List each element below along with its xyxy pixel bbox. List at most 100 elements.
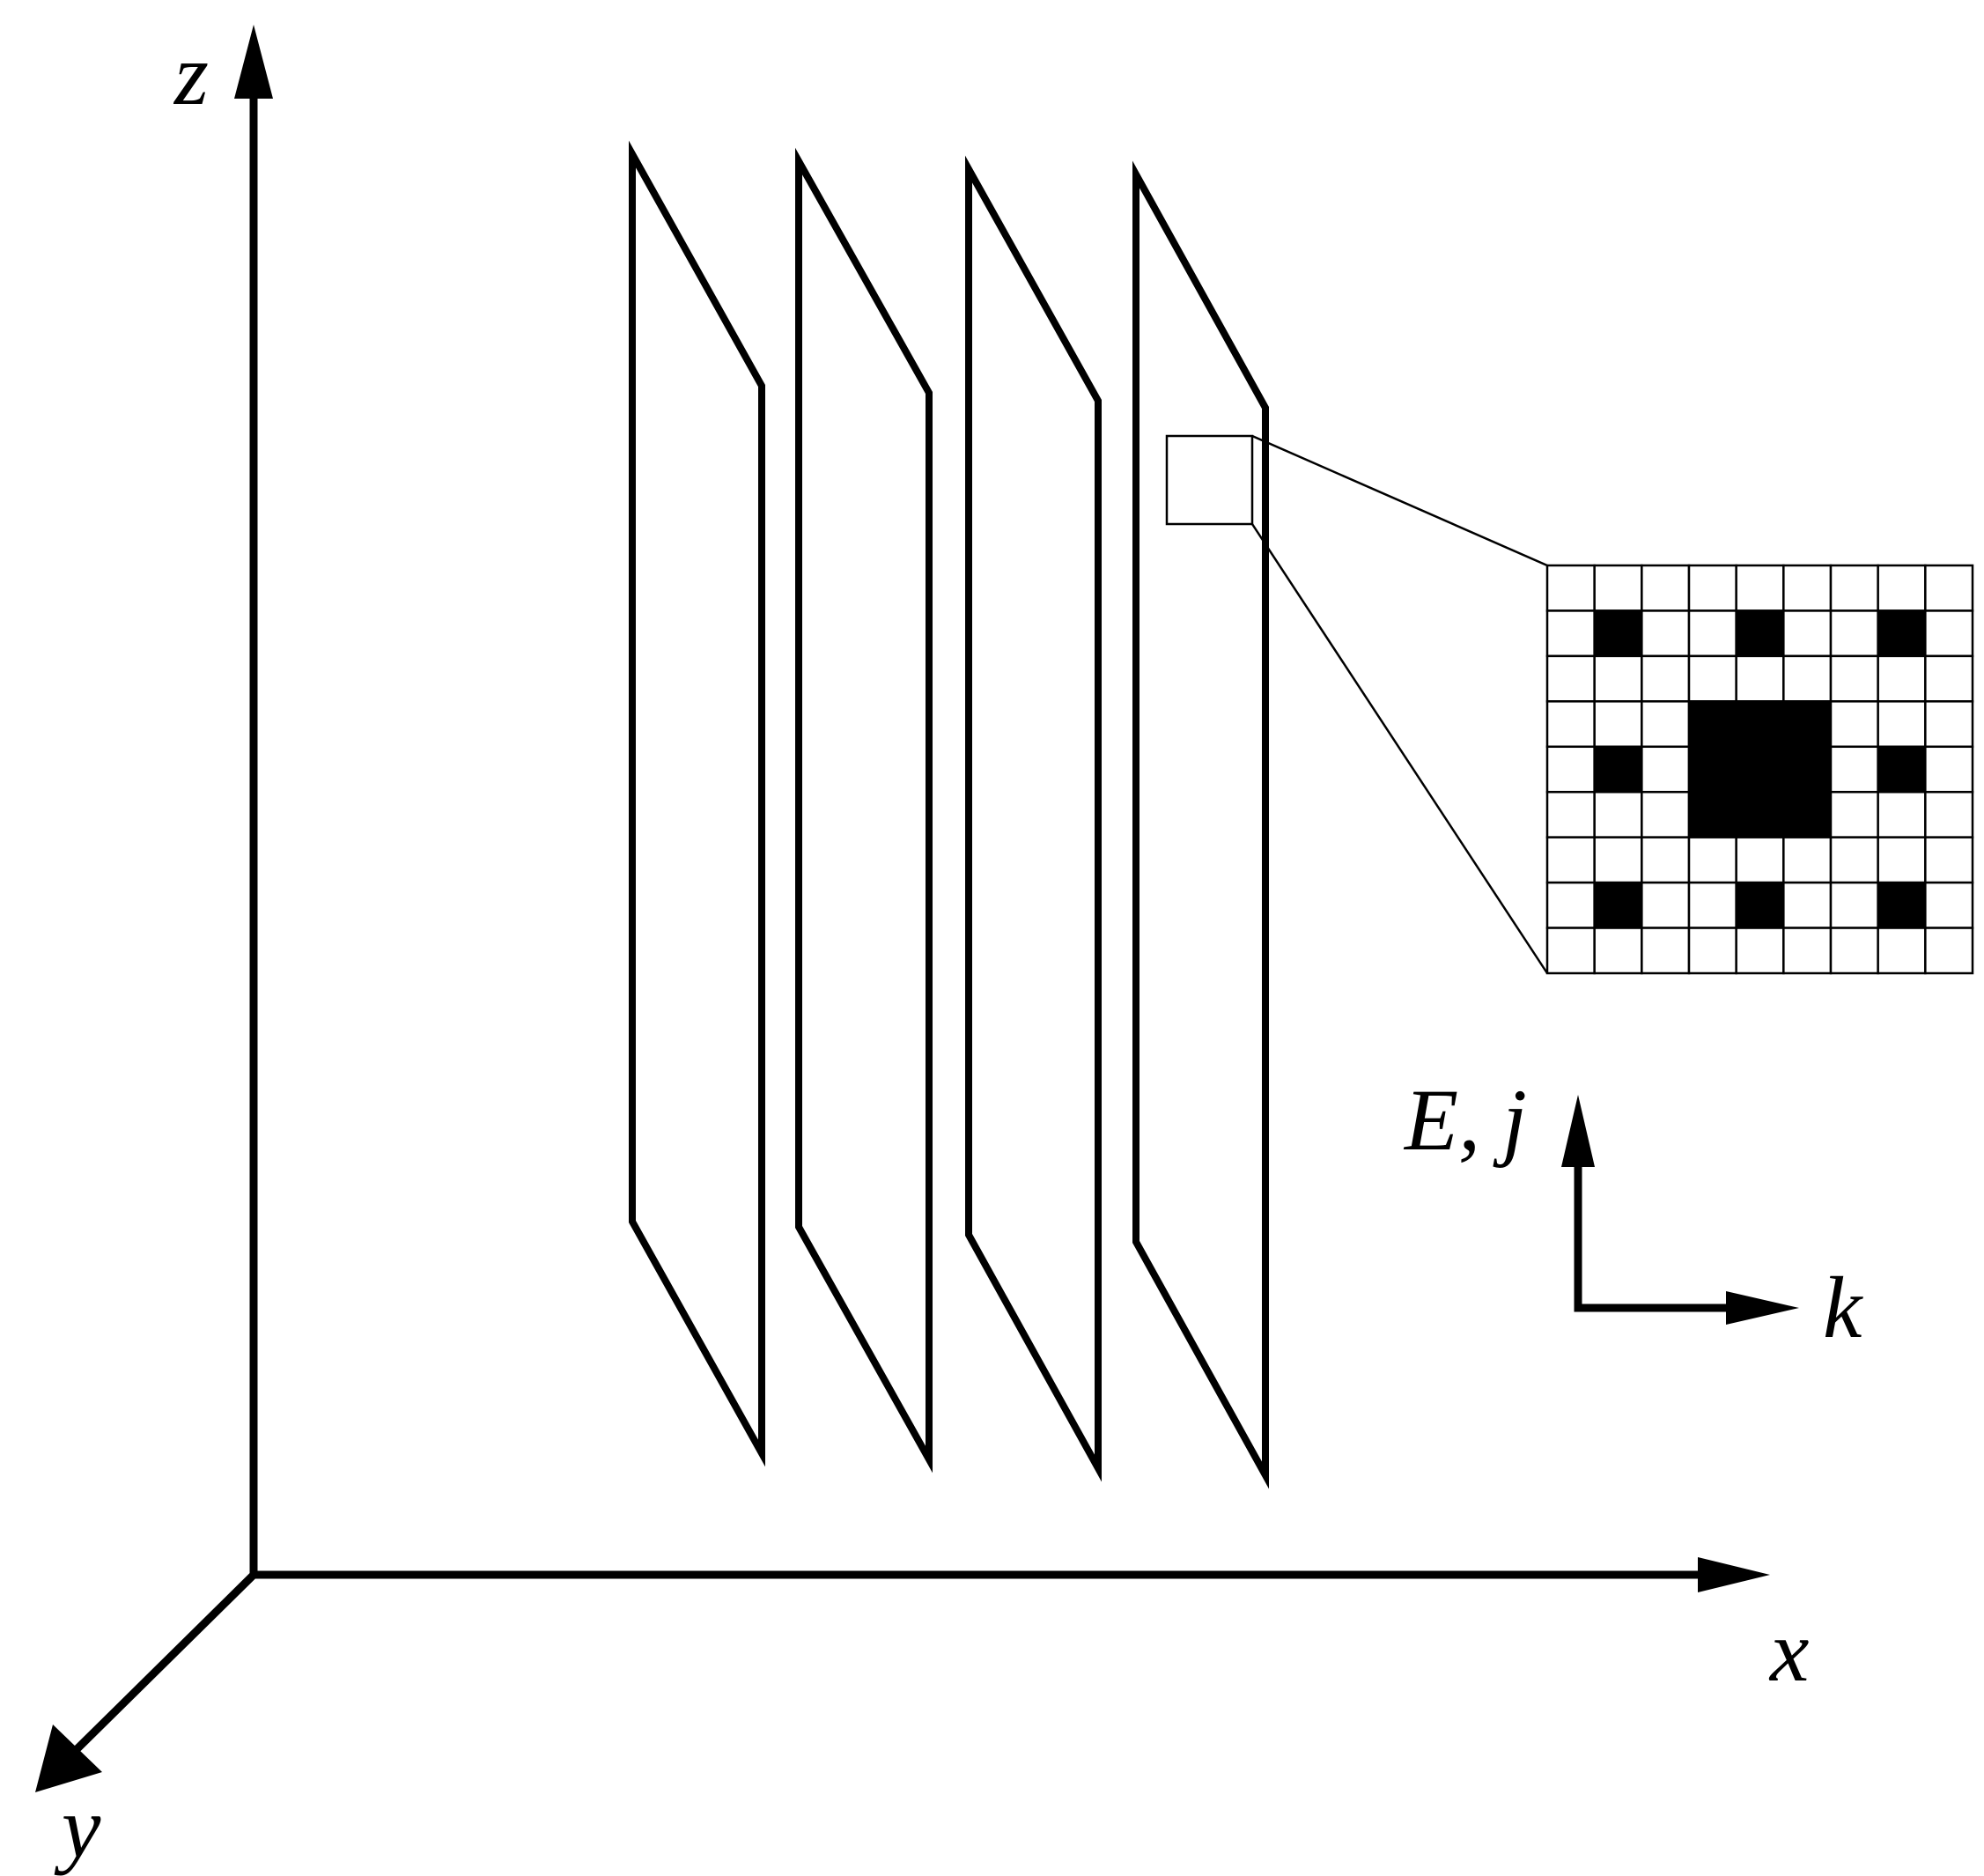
inset-cell [1687, 564, 1737, 612]
inset-cell [1924, 654, 1974, 703]
wave-vector-label: k [1823, 1259, 1862, 1356]
inset-cell [1924, 927, 1974, 975]
inset-cell [1545, 927, 1596, 975]
inset-cell-filled [1782, 790, 1833, 838]
inset-cell [1545, 836, 1596, 884]
inset-cell [1687, 836, 1737, 884]
zoom-connectors [1250, 434, 1549, 974]
inset-cell [1877, 790, 1927, 838]
field-vector-arrowhead [1561, 1095, 1595, 1167]
field-and-wave-vector-lines [1574, 1121, 1739, 1312]
inset-cell [1545, 654, 1596, 703]
inset-cell [1735, 927, 1785, 975]
inset-cell [1687, 927, 1737, 975]
inset-cell-filled [1735, 700, 1785, 749]
inset-cell [1782, 654, 1833, 703]
inset-cell [1545, 790, 1596, 838]
inset-cell [1829, 609, 1879, 658]
inset-cell [1687, 609, 1737, 658]
inset-cell [1829, 654, 1879, 703]
inset-cell [1924, 836, 1974, 884]
inset-cell-filled [1593, 609, 1643, 658]
field-vector-label: E, j [1405, 1071, 1527, 1169]
inset-cell [1829, 790, 1879, 838]
inset-cell-filled [1735, 790, 1785, 838]
sheets [629, 140, 1269, 1489]
inset-cell [1641, 609, 1691, 658]
inset-cell [1545, 700, 1596, 749]
inset-cell [1641, 745, 1691, 794]
inset-cell [1877, 927, 1927, 975]
inset-cell [1829, 881, 1879, 929]
zoom-source-box [1165, 434, 1254, 526]
z-axis-arrowhead [234, 25, 273, 99]
x-axis-arrowhead [1698, 1557, 1770, 1592]
inset-cell [1593, 564, 1643, 612]
inset-cell-filled [1735, 881, 1785, 929]
inset-grid [1545, 564, 1974, 975]
inset-cell [1877, 700, 1927, 749]
inset-cell [1641, 790, 1691, 838]
axis-arrowheads [35, 25, 1770, 1792]
inset-cell [1877, 654, 1927, 703]
inset-cell-filled [1877, 609, 1927, 658]
inset-cell [1782, 609, 1833, 658]
inset-cell-filled [1593, 881, 1643, 929]
inset-cell [1593, 927, 1643, 975]
inset-cell [1829, 745, 1879, 794]
inset-cell [1924, 881, 1974, 929]
inset-cell-filled [1782, 700, 1833, 749]
inset-cell [1641, 700, 1691, 749]
inset-cell [1877, 836, 1927, 884]
inset-cell [1829, 700, 1879, 749]
y-axis-label: y [62, 1778, 101, 1876]
inset-cell [1593, 790, 1643, 838]
direction-arrowheads [1561, 1095, 1799, 1325]
inset-cell [1735, 564, 1785, 612]
inset-cell [1924, 745, 1974, 794]
wave-vector-arrowhead [1726, 1291, 1799, 1325]
sheet-2 [795, 147, 933, 1473]
inset-cell [1924, 609, 1974, 658]
inset-cell [1641, 881, 1691, 929]
inset-cell [1641, 564, 1691, 612]
inset-cell-filled [1735, 609, 1785, 658]
inset-cell [1593, 836, 1643, 884]
inset-cell [1782, 836, 1833, 884]
inset-cell-filled [1593, 745, 1643, 794]
inset-cell [1782, 927, 1833, 975]
sheet-3 [965, 155, 1102, 1482]
inset-cell-filled [1735, 745, 1785, 794]
inset-cell [1545, 881, 1596, 929]
y-axis-arrowhead [35, 1725, 102, 1792]
inset-cell [1593, 654, 1643, 703]
inset-cell [1545, 609, 1596, 658]
x-axis-label: x [1770, 1602, 1810, 1700]
inset-cell-filled [1877, 745, 1927, 794]
inset-cell-filled [1687, 745, 1737, 794]
zoom-connector-bottom [1250, 523, 1549, 974]
inset-cell [1687, 654, 1737, 703]
y-axis [58, 1571, 257, 1768]
inset-cell [1829, 564, 1879, 612]
sheet-4 [1132, 160, 1269, 1489]
inset-cell [1924, 700, 1974, 749]
inset-cell [1687, 881, 1737, 929]
inset-cell [1593, 700, 1643, 749]
inset-cell [1924, 790, 1974, 838]
inset-cell [1641, 654, 1691, 703]
inset-cell [1782, 881, 1833, 929]
z-axis-label: z [174, 26, 209, 123]
inset-cell [1829, 836, 1879, 884]
axes [58, 70, 1726, 1768]
inset-cell [1877, 564, 1927, 612]
inset-cell [1641, 927, 1691, 975]
inset-cell [1545, 564, 1596, 612]
zoom-connector-top [1251, 434, 1548, 567]
inset-cell [1829, 927, 1879, 975]
inset-cell [1641, 836, 1691, 884]
inset-cell [1924, 564, 1974, 612]
inset-cell [1735, 654, 1785, 703]
